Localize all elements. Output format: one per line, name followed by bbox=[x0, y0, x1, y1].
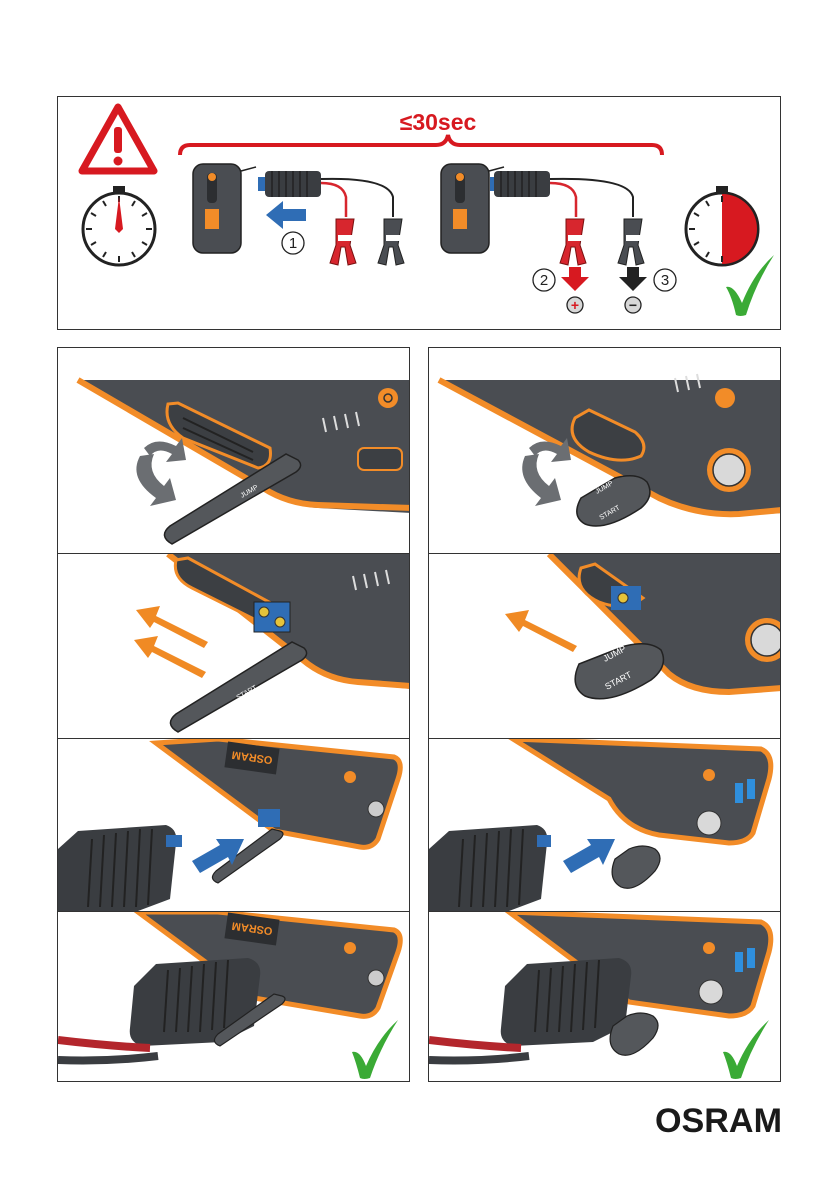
stopwatch-half-icon bbox=[686, 186, 758, 265]
positive-terminal-icon: + bbox=[567, 297, 583, 313]
step-insert-plug-illustration-alt bbox=[429, 739, 780, 911]
svg-text:3: 3 bbox=[661, 272, 669, 289]
svg-text:−: − bbox=[629, 297, 637, 313]
cable-plug bbox=[429, 825, 551, 911]
step-connected-illustration-alt bbox=[429, 912, 780, 1082]
negative-terminal-icon: − bbox=[625, 297, 641, 313]
step-slide-cover-illustration: JUMP START bbox=[58, 554, 409, 737]
step-3-badge: 3 bbox=[654, 269, 676, 291]
svg-text:OSRAM: OSRAM bbox=[655, 1102, 782, 1136]
insert-arrow-icon bbox=[266, 201, 306, 229]
positive-down-arrow-icon bbox=[561, 267, 589, 291]
svg-text:1: 1 bbox=[289, 235, 297, 252]
instruction-header-panel: ≤30sec 1 bbox=[57, 96, 781, 330]
svg-text:2: 2 bbox=[540, 272, 548, 289]
checkmark-icon bbox=[352, 1020, 398, 1079]
step-connected-illustration: OSRAM bbox=[58, 912, 409, 1082]
osram-logo: OSRAM bbox=[655, 1102, 782, 1136]
time-limit-label: ≤30sec bbox=[400, 109, 477, 135]
black-clamp-2 bbox=[618, 219, 644, 265]
slide-arrow-icon bbox=[505, 610, 577, 652]
cable-plug bbox=[130, 958, 261, 1046]
red-clamp-1 bbox=[330, 219, 356, 265]
booster-device-1 bbox=[193, 164, 256, 253]
step-slide-cover-illustration-alt: JUMP START bbox=[429, 554, 780, 737]
step-insert-plug-illustration: OSRAM bbox=[58, 739, 409, 911]
header-illustration: ≤30sec 1 bbox=[58, 97, 781, 330]
right-column-steps: JUMP START JUMP START bbox=[428, 347, 781, 1082]
jump-start-cover bbox=[612, 846, 660, 888]
step-2-badge: 2 bbox=[533, 269, 555, 291]
negative-down-arrow-icon bbox=[619, 267, 647, 291]
black-clamp-1 bbox=[378, 219, 404, 265]
stopwatch-icon bbox=[83, 186, 155, 265]
left-column-steps: JUMP START JUMP START bbox=[57, 347, 410, 1082]
step-open-cover-illustration-alt: JUMP START bbox=[429, 348, 780, 553]
insert-arrow-icon bbox=[563, 839, 615, 873]
step-open-cover-illustration: JUMP START bbox=[58, 348, 409, 553]
rotate-arrow-icon bbox=[136, 438, 186, 506]
svg-text:+: + bbox=[571, 297, 579, 313]
jump-start-cover: JUMP START bbox=[575, 643, 663, 698]
warning-triangle-icon bbox=[82, 107, 154, 171]
step-1-badge: 1 bbox=[282, 232, 304, 254]
slide-arrows-icon bbox=[134, 606, 208, 678]
checkmark-icon bbox=[723, 1020, 769, 1079]
jump-start-cover: JUMP START bbox=[170, 642, 306, 732]
cable-plug-2 bbox=[490, 171, 633, 217]
red-clamp-2 bbox=[560, 219, 586, 265]
cable-plug bbox=[58, 825, 182, 911]
rotate-arrow-icon bbox=[522, 438, 571, 506]
jump-start-cover: JUMP START bbox=[577, 476, 650, 526]
